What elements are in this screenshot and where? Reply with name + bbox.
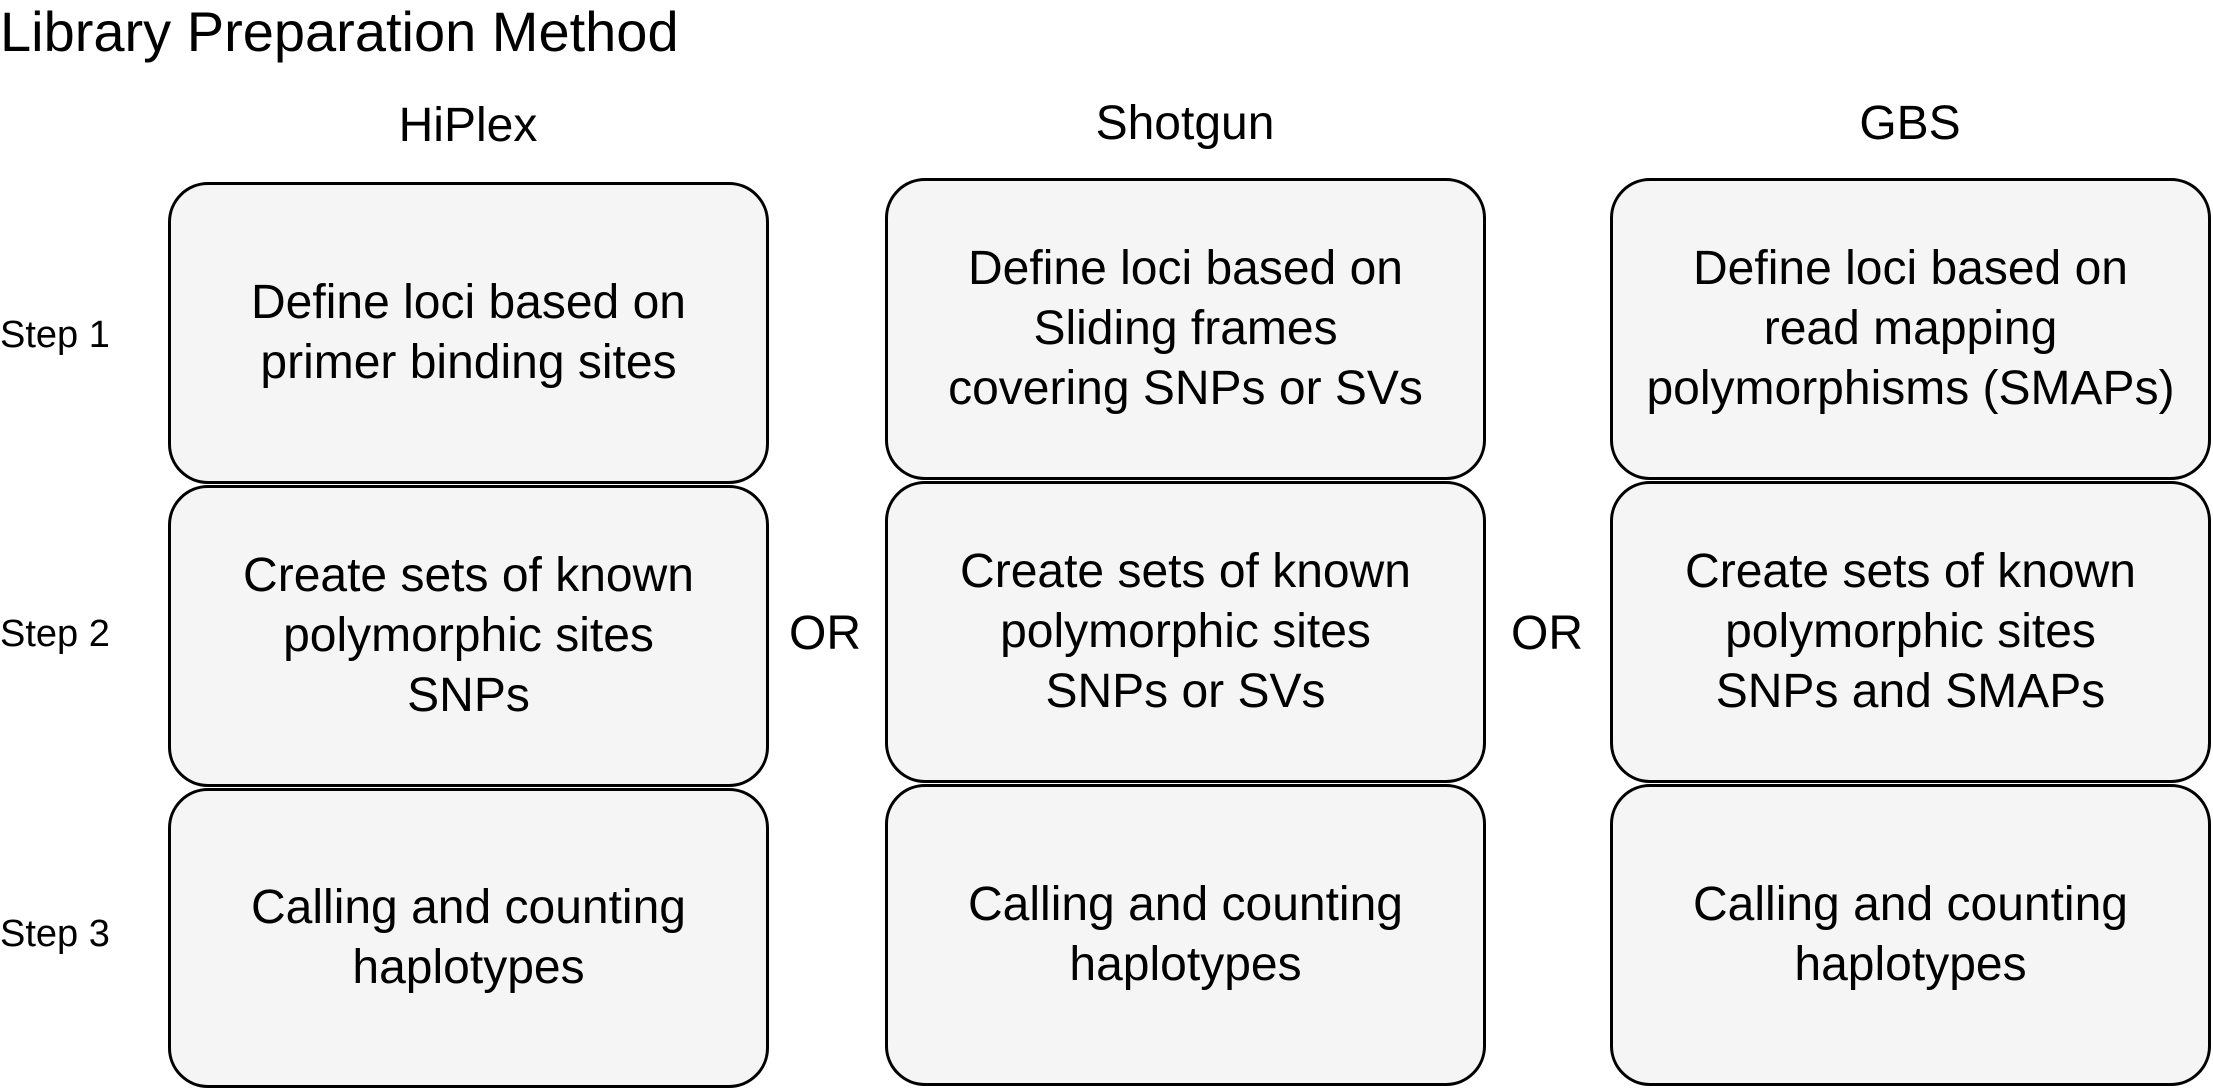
step-label-3: Step 3 xyxy=(0,913,110,955)
hiplex-step-3-box: Calling and counting haplotypes xyxy=(168,788,769,1088)
hiplex-step-2-text: Create sets of known polymorphic sites S… xyxy=(243,549,694,722)
gbs-step-3-text: Calling and counting haplotypes xyxy=(1693,878,2128,991)
hiplex-step-2-box: Create sets of known polymorphic sites S… xyxy=(168,485,769,787)
shotgun-step-2-box: Create sets of known polymorphic sites S… xyxy=(885,481,1486,783)
or-separator-2: OR xyxy=(1511,607,1583,660)
gbs-step-2-text: Create sets of known polymorphic sites S… xyxy=(1685,545,2136,718)
column-header-shotgun: Shotgun xyxy=(1095,97,1275,150)
shotgun-step-3-text: Calling and counting haplotypes xyxy=(968,878,1403,991)
step-label-1: Step 1 xyxy=(0,314,110,356)
hiplex-step-1-box: Define loci based on primer binding site… xyxy=(168,182,769,484)
hiplex-step-1-text: Define loci based on primer binding site… xyxy=(251,276,686,389)
column-header-gbs: GBS xyxy=(1859,97,1961,150)
shotgun-step-3-box: Calling and counting haplotypes xyxy=(885,784,1486,1086)
shotgun-step-1-box: Define loci based on Sliding frames cove… xyxy=(885,178,1486,480)
gbs-step-1-text: Define loci based on read mapping polymo… xyxy=(1646,242,2175,415)
shotgun-step-2-text: Create sets of known polymorphic sites S… xyxy=(960,545,1411,718)
diagram-title: Library Preparation Method xyxy=(0,0,679,63)
or-separator-1: OR xyxy=(789,607,861,660)
step-label-2: Step 2 xyxy=(0,613,110,655)
gbs-step-3-box: Calling and counting haplotypes xyxy=(1610,784,2211,1086)
hiplex-step-3-text: Calling and counting haplotypes xyxy=(251,881,686,994)
gbs-step-2-box: Create sets of known polymorphic sites S… xyxy=(1610,481,2211,783)
gbs-step-1-box: Define loci based on read mapping polymo… xyxy=(1610,178,2211,480)
column-header-hiplex: HiPlex xyxy=(398,99,538,152)
shotgun-step-1-text: Define loci based on Sliding frames cove… xyxy=(948,242,1423,415)
